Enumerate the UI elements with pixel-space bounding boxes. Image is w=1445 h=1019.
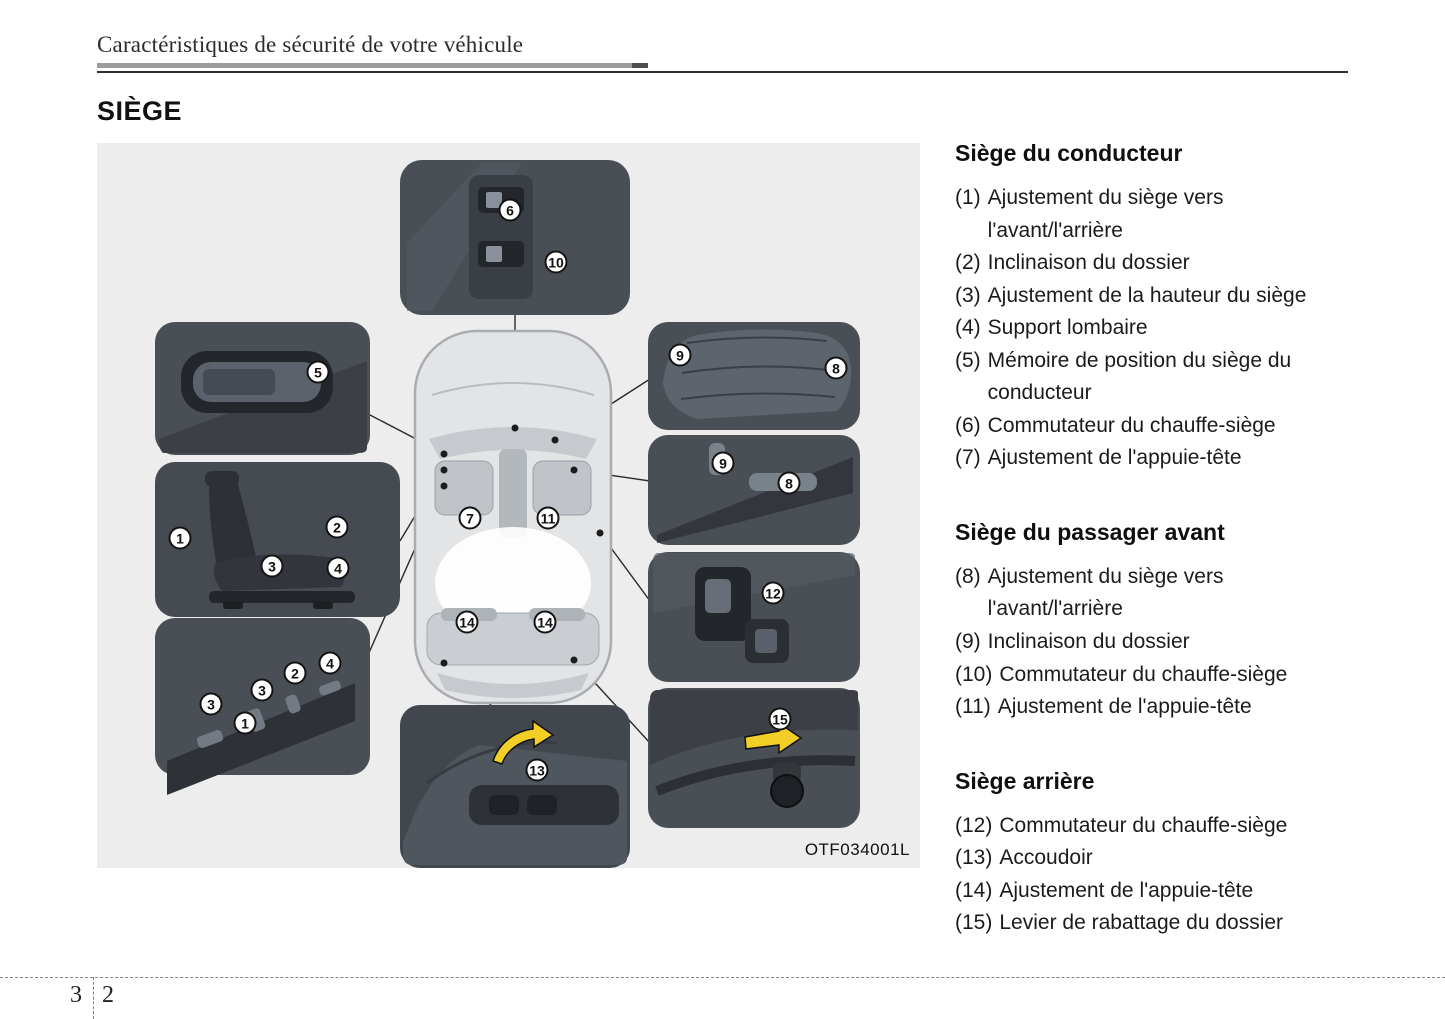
section-title: SIÈGE xyxy=(97,96,183,126)
item-text: Levier de rabattage du dossier xyxy=(999,911,1284,935)
item-text: Ajustement du siège vers l'avant/l'arriè… xyxy=(987,186,1224,242)
item-number: (11) xyxy=(955,695,991,719)
item-number: (12) xyxy=(955,813,993,837)
item-number: (14) xyxy=(955,878,993,902)
feature-item: (3) Ajustement de la hauteur du siège xyxy=(955,280,1353,313)
driver-seat-section: Siège du conducteur (1) Ajustement du si… xyxy=(955,140,1353,475)
item-text: Ajustement de l'appuie-tête xyxy=(997,695,1252,719)
item-number: (5) xyxy=(955,348,981,372)
feature-item: (11) Ajustement de l'appuie-tête xyxy=(955,691,1353,724)
feature-item: (5) Mémoire de position du siège du cond… xyxy=(955,345,1353,410)
callout-6: 6 xyxy=(498,198,522,222)
callout-8-seat: 8 xyxy=(824,356,848,380)
item-text: Ajustement du siège vers l'avant/l'arriè… xyxy=(987,564,1224,621)
footer-rule xyxy=(0,977,1445,978)
callout-1-switch: 1 xyxy=(233,711,257,735)
inset-memory-system xyxy=(155,322,370,455)
seat-diagram-svg xyxy=(155,160,860,868)
callout-11: 11 xyxy=(536,506,560,530)
footer-divider xyxy=(93,977,94,1019)
callout-12: 12 xyxy=(761,581,785,605)
header-underline-thick xyxy=(97,63,648,68)
callout-13: 13 xyxy=(525,758,549,782)
feature-item: (7) Ajustement de l'appuie-tête xyxy=(955,442,1353,475)
callout-15: 15 xyxy=(768,707,792,731)
callout-14-left: 14 xyxy=(455,610,479,634)
callout-4-switch: 4 xyxy=(318,651,342,675)
inset-driver-heater-switches xyxy=(400,160,630,315)
inset-seatback-fold-lever xyxy=(648,688,860,828)
item-text: Inclinaison du dossier xyxy=(987,630,1190,654)
callout-3-switch-b: 3 xyxy=(250,678,274,702)
armrest-fold-arrow-icon xyxy=(492,719,555,765)
feature-item: (4) Support lombaire xyxy=(955,312,1353,345)
callout-9-seat: 9 xyxy=(668,343,692,367)
callout-2-seat: 2 xyxy=(325,515,349,539)
callout-10: 10 xyxy=(544,250,568,274)
item-number: (7) xyxy=(955,446,981,470)
item-text: Commutateur du chauffe-siège xyxy=(999,662,1288,686)
item-text: Ajustement de l'appuie-tête xyxy=(999,878,1254,902)
callout-2-switch: 2 xyxy=(283,661,307,685)
heading-front-passenger-seat: Siège du passager avant xyxy=(955,518,1225,545)
header-underline-thin xyxy=(97,71,1348,73)
item-number: (6) xyxy=(955,413,981,437)
callout-14-right: 14 xyxy=(533,610,557,634)
feature-lists: Siège du conducteur (1) Ajustement du si… xyxy=(955,140,1353,940)
item-number: (3) xyxy=(955,283,981,307)
page-header: Caractéristiques de sécurité de votre vé… xyxy=(97,32,524,57)
feature-item: (6) Commutateur du chauffe-siège xyxy=(955,410,1353,443)
callout-3-switch-a: 3 xyxy=(199,692,223,716)
feature-item: (13) Accoudoir xyxy=(955,842,1353,875)
inset-passenger-seat xyxy=(648,322,860,430)
item-text: Mémoire de position du siège du conducte… xyxy=(987,348,1292,405)
feature-item: (14) Ajustement de l'appuie-tête xyxy=(955,875,1353,908)
item-number: (1) xyxy=(955,186,981,209)
callout-5: 5 xyxy=(306,360,330,384)
callout-9-switch: 9 xyxy=(711,451,735,475)
connection-dots xyxy=(440,424,604,667)
item-text: Support lombaire xyxy=(987,316,1148,340)
item-text: Commutateur du chauffe-siège xyxy=(987,413,1276,437)
callout-3-seat: 3 xyxy=(260,554,284,578)
front-passenger-seat-section: Siège du passager avant (8) Ajustement d… xyxy=(955,519,1353,724)
feature-item: (12) Commutateur du chauffe-siège xyxy=(955,810,1353,843)
callout-8-switch: 8 xyxy=(777,471,801,495)
inset-rear-heater-switch xyxy=(648,552,860,682)
car-top-view xyxy=(413,329,613,705)
inset-rear-armrest xyxy=(400,705,630,868)
seat-diagram: 6 10 5 1 2 3 4 3 3 2 4 1 7 11 14 14 9 8 … xyxy=(97,143,920,868)
item-number: (9) xyxy=(955,630,981,654)
feature-item: (1) Ajustement du siège vers l'avant/l'a… xyxy=(955,182,1353,247)
feature-item: (8) Ajustement du siège vers l'avant/l'a… xyxy=(955,561,1353,626)
feature-item: (2) Inclinaison du dossier xyxy=(955,247,1353,280)
inset-passenger-adjust-switches xyxy=(648,435,860,545)
page-number: 2 xyxy=(102,982,114,1008)
chapter-number: 3 xyxy=(70,982,82,1008)
item-number: (4) xyxy=(955,316,981,340)
feature-item: (15) Levier de rabattage du dossier xyxy=(955,907,1353,940)
item-number: (10) xyxy=(955,662,993,686)
item-text: Commutateur du chauffe-siège xyxy=(999,813,1288,837)
rear-seat-section: Siège arrière (12) Commutateur du chauff… xyxy=(955,768,1353,940)
heading-rear-seat: Siège arrière xyxy=(955,767,1095,794)
item-text: Inclinaison du dossier xyxy=(987,251,1190,275)
item-number: (8) xyxy=(955,564,981,588)
item-number: (2) xyxy=(955,251,981,275)
inset-driver-adjust-switches xyxy=(155,618,370,795)
feature-item: (10) Commutateur du chauffe-siège xyxy=(955,659,1353,692)
callout-4-seat: 4 xyxy=(326,556,350,580)
callout-7: 7 xyxy=(458,506,482,530)
callout-1-seat: 1 xyxy=(168,526,192,550)
diagram-code: OTF034001L xyxy=(804,840,910,859)
item-text: Ajustement de la hauteur du siège xyxy=(987,283,1307,307)
heading-driver-seat: Siège du conducteur xyxy=(955,140,1183,166)
inset-seat-side-view xyxy=(155,462,400,617)
item-number: (13) xyxy=(955,846,993,870)
feature-item: (9) Inclinaison du dossier xyxy=(955,626,1353,659)
item-text: Accoudoir xyxy=(999,846,1093,870)
item-text: Ajustement de l'appuie-tête xyxy=(987,446,1242,470)
item-number: (15) xyxy=(955,911,993,935)
